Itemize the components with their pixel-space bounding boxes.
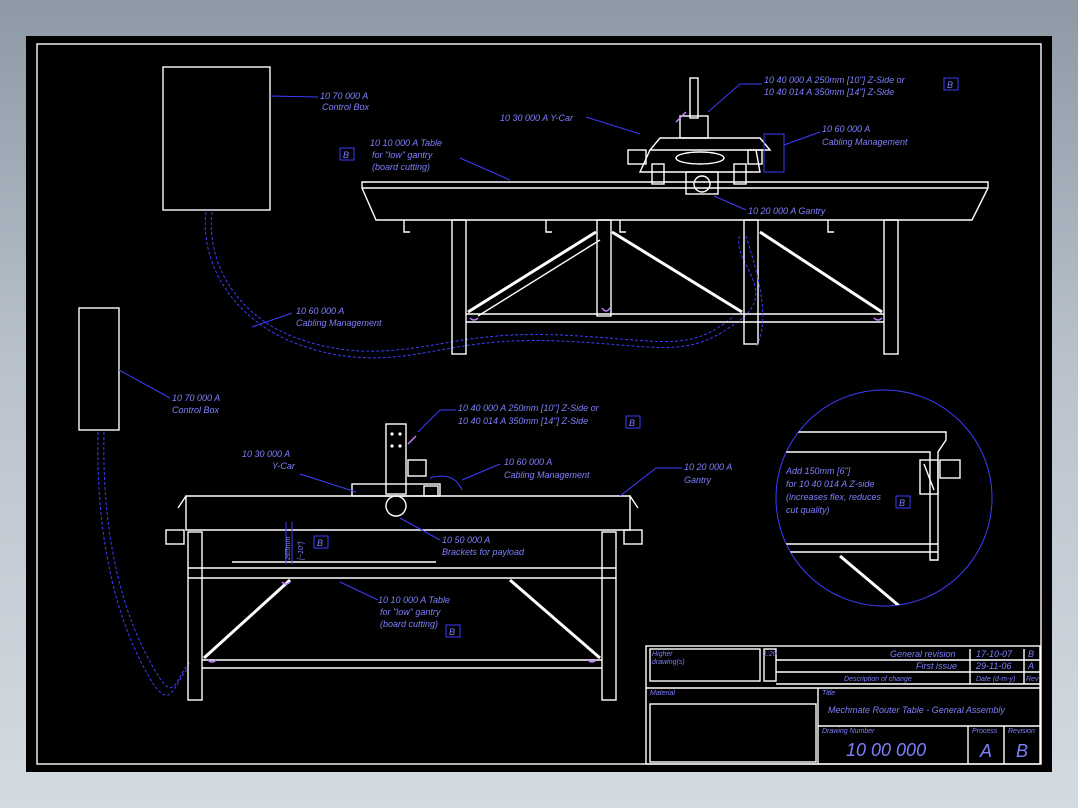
top-ycar-label: 10 30 000 A Y-Car: [500, 113, 574, 123]
top-leg-mid: [596, 219, 612, 317]
tb-drawing-number: 10 00 000: [846, 740, 926, 760]
front-gantry-name: Gantry: [684, 475, 712, 485]
front-zside-line2: 10 40 014 A 350mm [14"] Z-Side: [458, 416, 588, 426]
front-ycar-code: 10 30 000 A: [242, 449, 290, 459]
front-control-box: [78, 307, 120, 431]
tb-rev-desc-0: General revision: [890, 649, 956, 659]
front-table-code: 10 10 000 A Table: [378, 595, 450, 605]
top-cabling-left-name: Cabling Management: [296, 318, 382, 328]
tb-revision-label: Revision: [1008, 728, 1035, 735]
detail-rev: B: [899, 498, 905, 508]
top-table-rev: B: [343, 150, 349, 160]
tb-process: A: [979, 741, 992, 761]
tb-rev-desc-1: First issue: [916, 661, 957, 671]
title-block: Higher drawing(s) 1:20 General revision …: [645, 645, 1041, 765]
top-cabling-right-name: Cabling Management: [822, 137, 908, 147]
front-gantry-code: 10 20 000 A: [684, 462, 732, 472]
front-cable: [97, 431, 189, 696]
top-cabling-right-code: 10 60 000 A: [822, 124, 870, 134]
top-cabling-left-code: 10 60 000 A: [296, 306, 344, 316]
front-brackets-code: 10 50 000 A: [442, 535, 490, 545]
front-dim-rev: B: [317, 538, 323, 548]
tb-rev-date-1: 29-11-06: [975, 661, 1011, 671]
front-view: 10 70 000 A Control Box: [78, 307, 732, 701]
front-control-box-code: 10 70 000 A: [172, 393, 220, 403]
top-cable-left: [204, 211, 757, 359]
detail-line1: Add 150mm [6"]: [785, 466, 851, 476]
tb-hdr-desc: Description of change: [844, 676, 912, 683]
front-table-line2: for "low" gantry: [380, 607, 441, 617]
front-cabling-name: Cabling Management: [504, 470, 590, 480]
tb-higher-label: Higher: [652, 651, 673, 658]
detail-line4: cut quality): [786, 505, 830, 515]
tb-rev-rev-1: A: [1027, 661, 1034, 671]
tb-rev-rev-0: B: [1028, 649, 1034, 659]
top-leg-far: [883, 219, 899, 355]
front-table-line3: (board cutting): [380, 619, 438, 629]
front-brackets-name: Brackets for payload: [442, 547, 525, 557]
detail-line3: (increases flex, reduces: [786, 492, 882, 502]
detail-circle: [775, 389, 993, 607]
drawing-sheet: [26, 36, 1052, 772]
top-gantry-assembly: [627, 77, 785, 195]
top-view: 10 70 000 A Control Box 10 60 000 A Cabl…: [162, 66, 989, 359]
tb-revision: B: [1016, 741, 1028, 761]
tb-title-label: Title: [822, 690, 835, 697]
top-control-box-code: 10 70 000 A: [320, 91, 368, 101]
front-cabling-code: 10 60 000 A: [504, 457, 552, 467]
tb-hdr-date: Date (d-m-y): [976, 676, 1015, 683]
front-dim-in: [~10"]: [298, 541, 305, 561]
front-table-rev: B: [449, 627, 455, 637]
front-ycar-name: Y-Car: [272, 461, 296, 471]
top-zside-rev: B: [947, 80, 953, 90]
front-control-box-name: Control Box: [172, 405, 220, 415]
tb-title: Mechmate Router Table - General Assembly: [828, 705, 1005, 715]
top-control-box: [162, 66, 271, 211]
tb-scale: 1:20: [763, 651, 777, 658]
top-leg-right: [743, 219, 759, 345]
top-leg-left: [451, 219, 467, 355]
top-table-line3: (board cutting): [372, 162, 430, 172]
front-zside-line1: 10 40 000 A 250mm [10"] Z-Side or: [458, 403, 600, 413]
drawing-border: [36, 43, 1042, 765]
tb-process-label: Process: [972, 728, 998, 735]
top-gantry-label: 10 20 000 A Gantry: [748, 206, 826, 216]
detail-line2: for 10 40 014 A Z-side: [786, 479, 874, 489]
tb-higher-label2: drawing(s): [652, 659, 685, 666]
top-table-line2: for "low" gantry: [372, 150, 433, 160]
front-dim-mm: 265mm: [285, 536, 292, 561]
tb-hdr-rev: Rev: [1026, 676, 1039, 683]
front-zside-rev: B: [629, 418, 635, 428]
detail-view: Add 150mm [6"] for 10 40 014 A Z-side (i…: [775, 389, 993, 607]
tb-material-label: Material: [650, 690, 675, 697]
top-control-box-name: Control Box: [322, 102, 370, 112]
tb-rev-date-0: 17-10-07: [976, 649, 1013, 659]
tb-drawing-number-label: Drawing Number: [822, 728, 875, 735]
top-zside-line1: 10 40 000 A 250mm [10"] Z-Side or: [764, 75, 906, 85]
front-table-deck: [185, 495, 631, 531]
top-zside-line2: 10 40 014 A 350mm [14"] Z-Side: [764, 87, 894, 97]
top-table-code: 10 10 000 A Table: [370, 138, 442, 148]
